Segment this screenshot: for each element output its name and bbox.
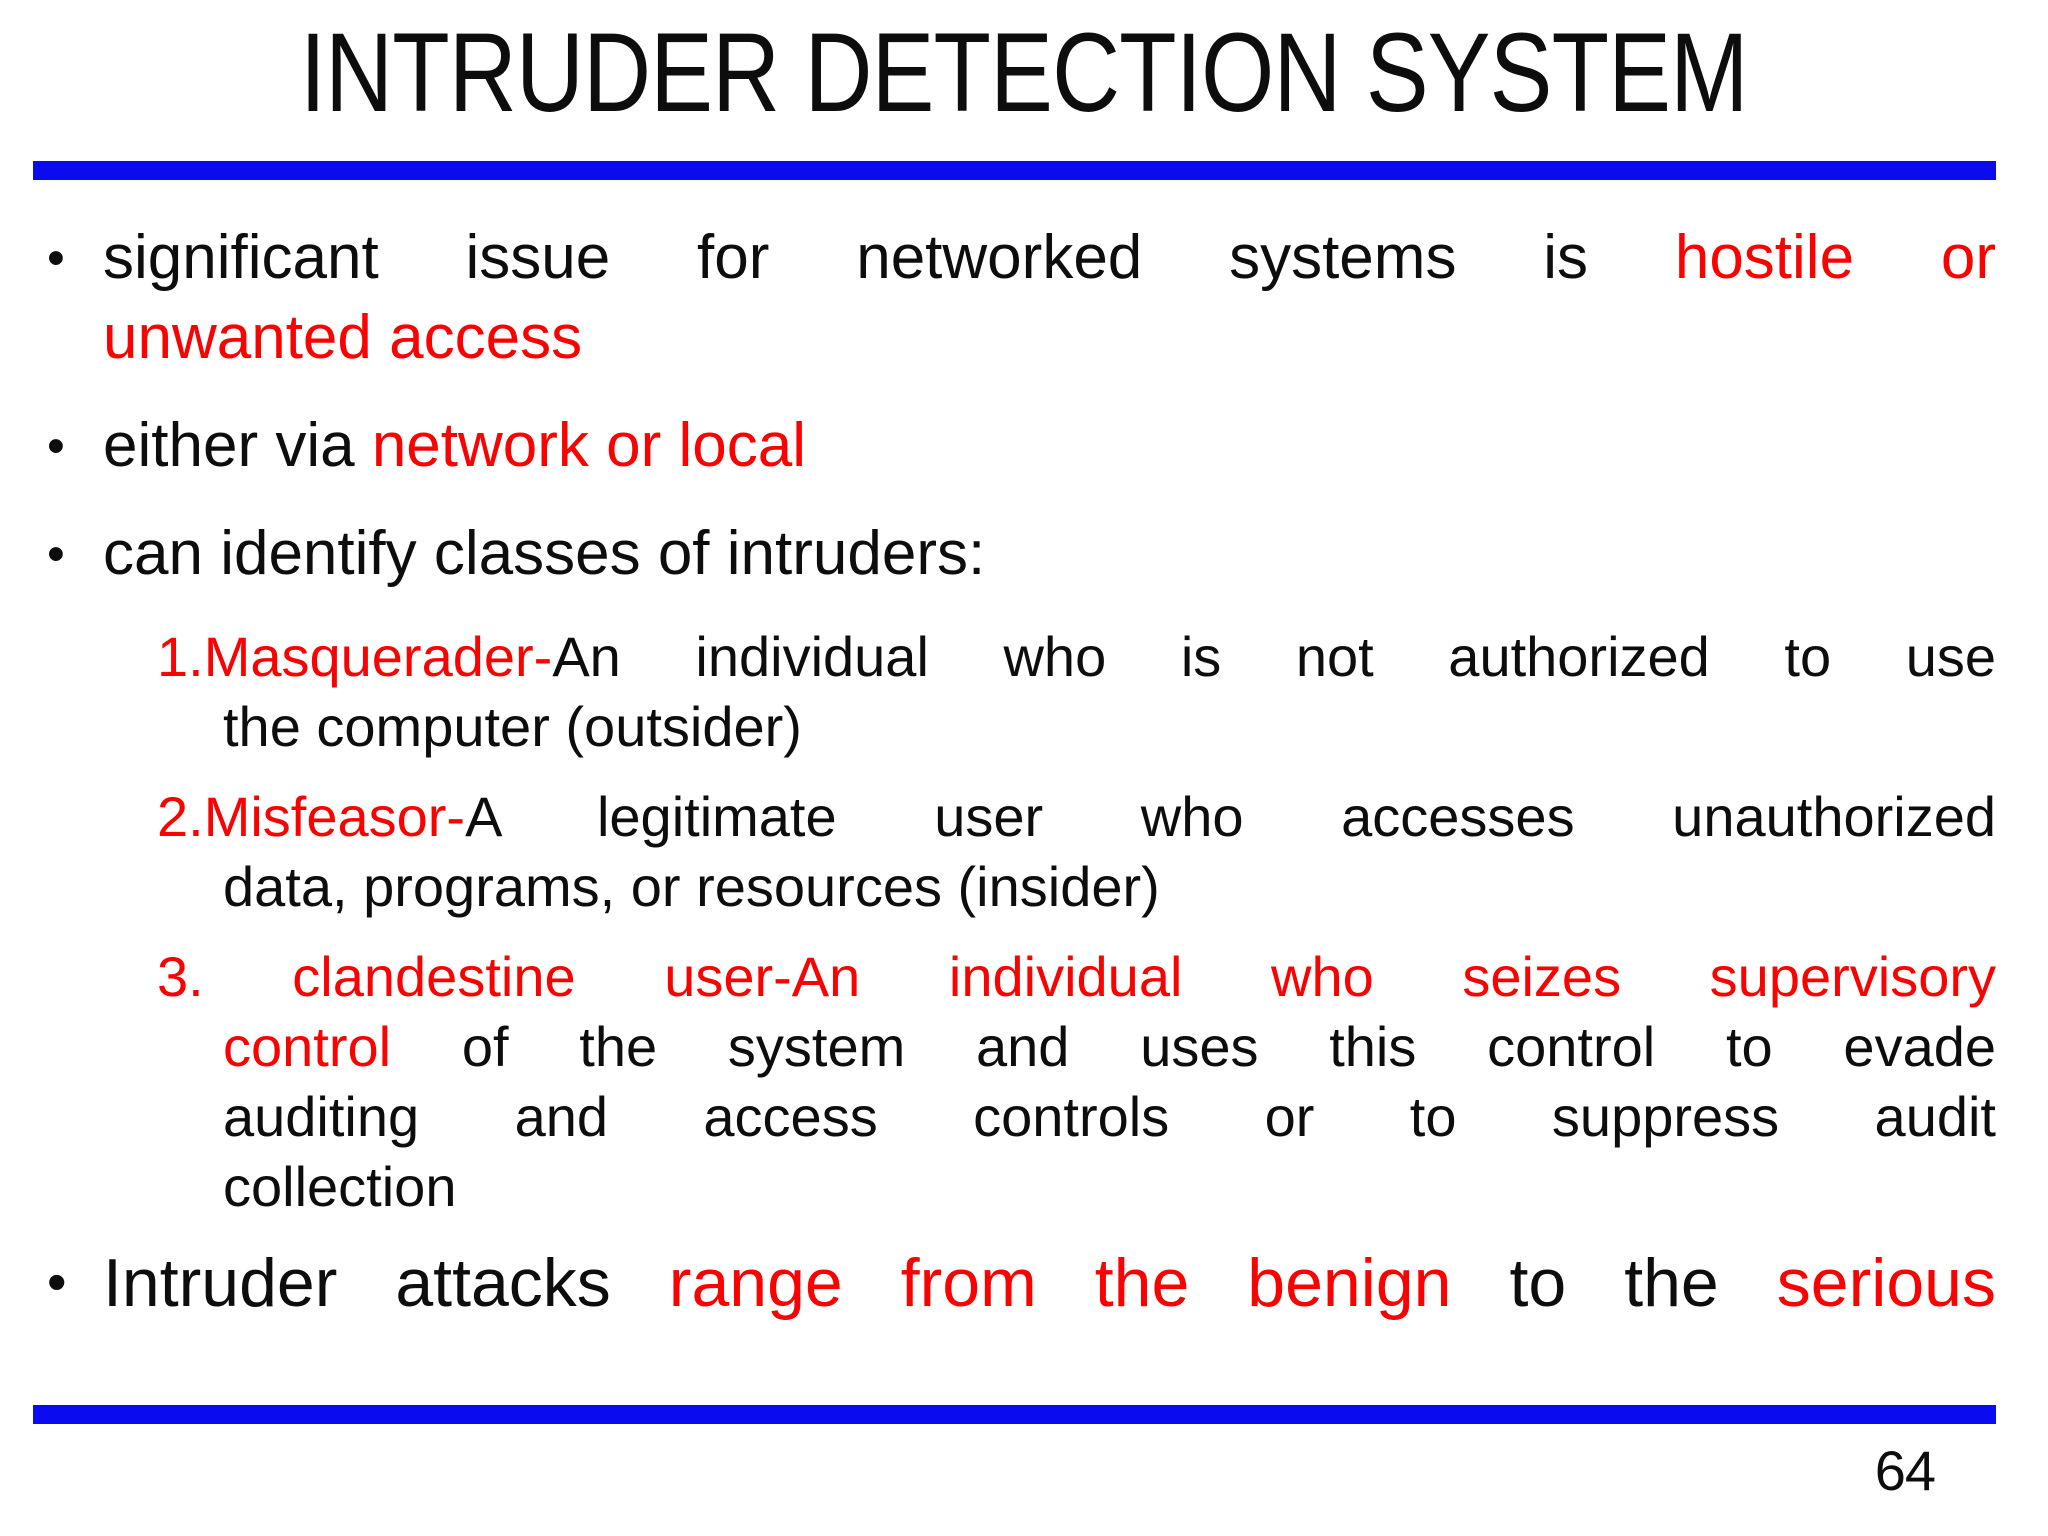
bullet-paragraph: • either via network or local — [33, 406, 1996, 486]
bullet-paragraph: • can identify classes of intruders: — [33, 514, 1996, 594]
text-segment-black: can identify classes of intruders: — [103, 519, 986, 588]
text-segment-red: hostile or — [1674, 223, 1997, 292]
text-line: can identify classes of intruders: — [103, 514, 1996, 594]
bullet-paragraph: • significant issue for networked systems… — [33, 218, 1996, 378]
text-line: either via network or local — [103, 406, 1996, 486]
slide-body: • significant issue for networked systems… — [33, 218, 1996, 1352]
text-segment-black: An individual who is not authorized to u… — [552, 625, 1996, 688]
text-segment-red: 3. clandestine user-An individual who se… — [157, 945, 1996, 1008]
text-line: data, programs, or resources (insider) — [223, 852, 1996, 922]
bullet-dot-icon: • — [47, 1251, 67, 1313]
numbered-paragraph: 3. clandestine user-An individual who se… — [33, 942, 1996, 1222]
text-line: 2.Misfeasor-A legitimate user who access… — [157, 782, 1996, 852]
bullet-dot-icon: • — [47, 525, 65, 582]
text-segment-black: A legitimate user who accesses unauthori… — [465, 785, 1996, 848]
top-divider-bar — [33, 161, 1996, 180]
text-line: collection — [223, 1152, 1996, 1222]
text-segment-red: 2.Misfeasor- — [157, 785, 466, 848]
text-segment-red: control — [223, 1015, 462, 1078]
text-segment-red: range from the benign — [668, 1245, 1452, 1321]
text-line: auditing and access controls or to suppr… — [223, 1082, 1996, 1152]
text-segment-black: to the — [1451, 1245, 1777, 1321]
text-segment-black: significant issue for networked systems … — [103, 223, 1675, 292]
bullet-dot-icon: • — [47, 417, 65, 474]
bottom-divider-bar — [33, 1405, 1996, 1424]
numbered-paragraph: 2.Misfeasor-A legitimate user who access… — [33, 782, 1996, 922]
slide-title-row: INTRUDER DETECTION SYSTEM — [0, 8, 2048, 137]
text-line: control of the system and uses this cont… — [223, 1012, 1996, 1082]
text-segment-black: data, programs, or resources (insider) — [223, 855, 1160, 918]
text-segment-black: either via — [103, 411, 372, 480]
text-line: significant issue for networked systems … — [103, 218, 1996, 298]
slide-title: INTRUDER DETECTION SYSTEM — [300, 10, 1749, 135]
bullet-paragraph: • Intruder attacks range from the benign … — [33, 1242, 1996, 1324]
text-segment-black: auditing and access controls or to suppr… — [223, 1085, 1996, 1148]
text-segment-red: network or local — [371, 411, 806, 480]
page-number: 64 — [1874, 1439, 1936, 1502]
text-segment-red: unwanted access — [103, 303, 583, 372]
text-line: Intruder attacks range from the benign t… — [103, 1242, 1996, 1324]
text-line: the computer (outsider) — [223, 692, 1996, 762]
text-segment-red: serious — [1776, 1245, 1996, 1321]
text-segment-black: collection — [223, 1155, 457, 1218]
text-segment-black: Intruder attacks — [103, 1245, 669, 1321]
text-segment-black: the computer (outsider) — [223, 695, 802, 758]
text-segment-black: of the system and uses this control to e… — [461, 1015, 1997, 1078]
text-line: 3. clandestine user-An individual who se… — [157, 942, 1996, 1012]
text-segment-red: 1.Masquerader- — [157, 625, 553, 688]
text-line: unwanted access — [103, 298, 1996, 378]
bullet-dot-icon: • — [47, 229, 65, 286]
numbered-paragraph: 1.Masquerader-An individual who is not a… — [33, 622, 1996, 762]
text-line: 1.Masquerader-An individual who is not a… — [157, 622, 1996, 692]
